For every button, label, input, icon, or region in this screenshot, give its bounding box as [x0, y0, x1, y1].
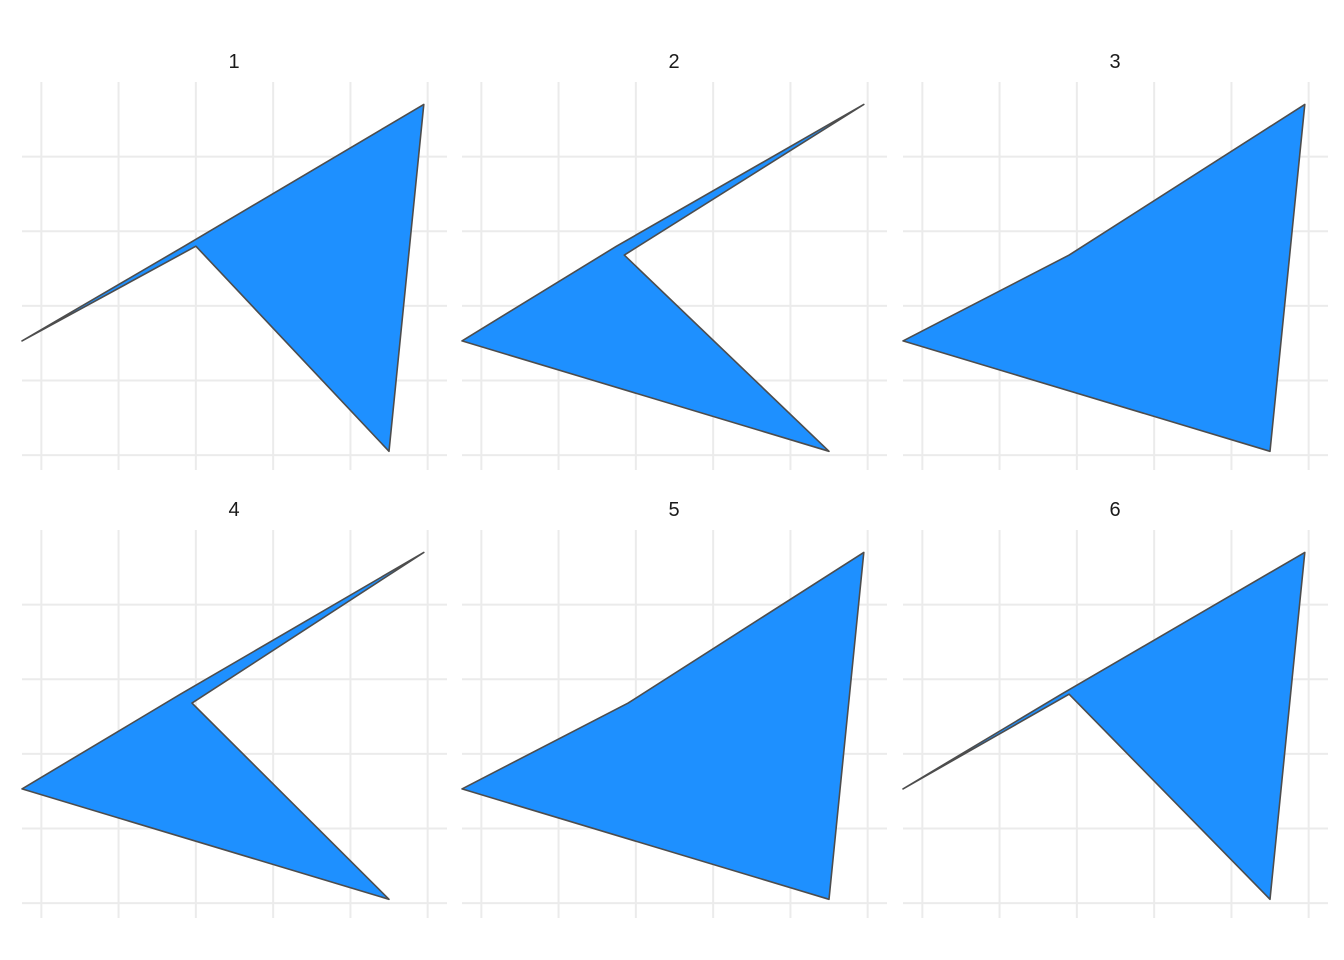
- panel-4-polygon: [21, 551, 425, 901]
- panel-3-title: 3: [1109, 51, 1120, 73]
- panel-4-title: 4: [228, 499, 239, 521]
- panel-6-polygon: [902, 551, 1306, 901]
- panel-3-polygon: [902, 103, 1306, 453]
- panel-1: 1: [21, 51, 447, 470]
- panel-5: 5: [461, 499, 887, 918]
- panel-6: 6: [902, 499, 1328, 918]
- panel-4: 4: [21, 499, 447, 918]
- panel-6-title: 6: [1109, 499, 1120, 521]
- panel-1-polygon: [21, 103, 425, 453]
- panel-2-polygon: [461, 103, 865, 453]
- panel-3: 3: [902, 51, 1328, 470]
- panel-2: 2: [461, 51, 887, 470]
- panel-5-polygon: [461, 551, 865, 901]
- panel-5-title: 5: [668, 499, 679, 521]
- panel-2-title: 2: [668, 51, 679, 73]
- panel-1-title: 1: [228, 51, 239, 73]
